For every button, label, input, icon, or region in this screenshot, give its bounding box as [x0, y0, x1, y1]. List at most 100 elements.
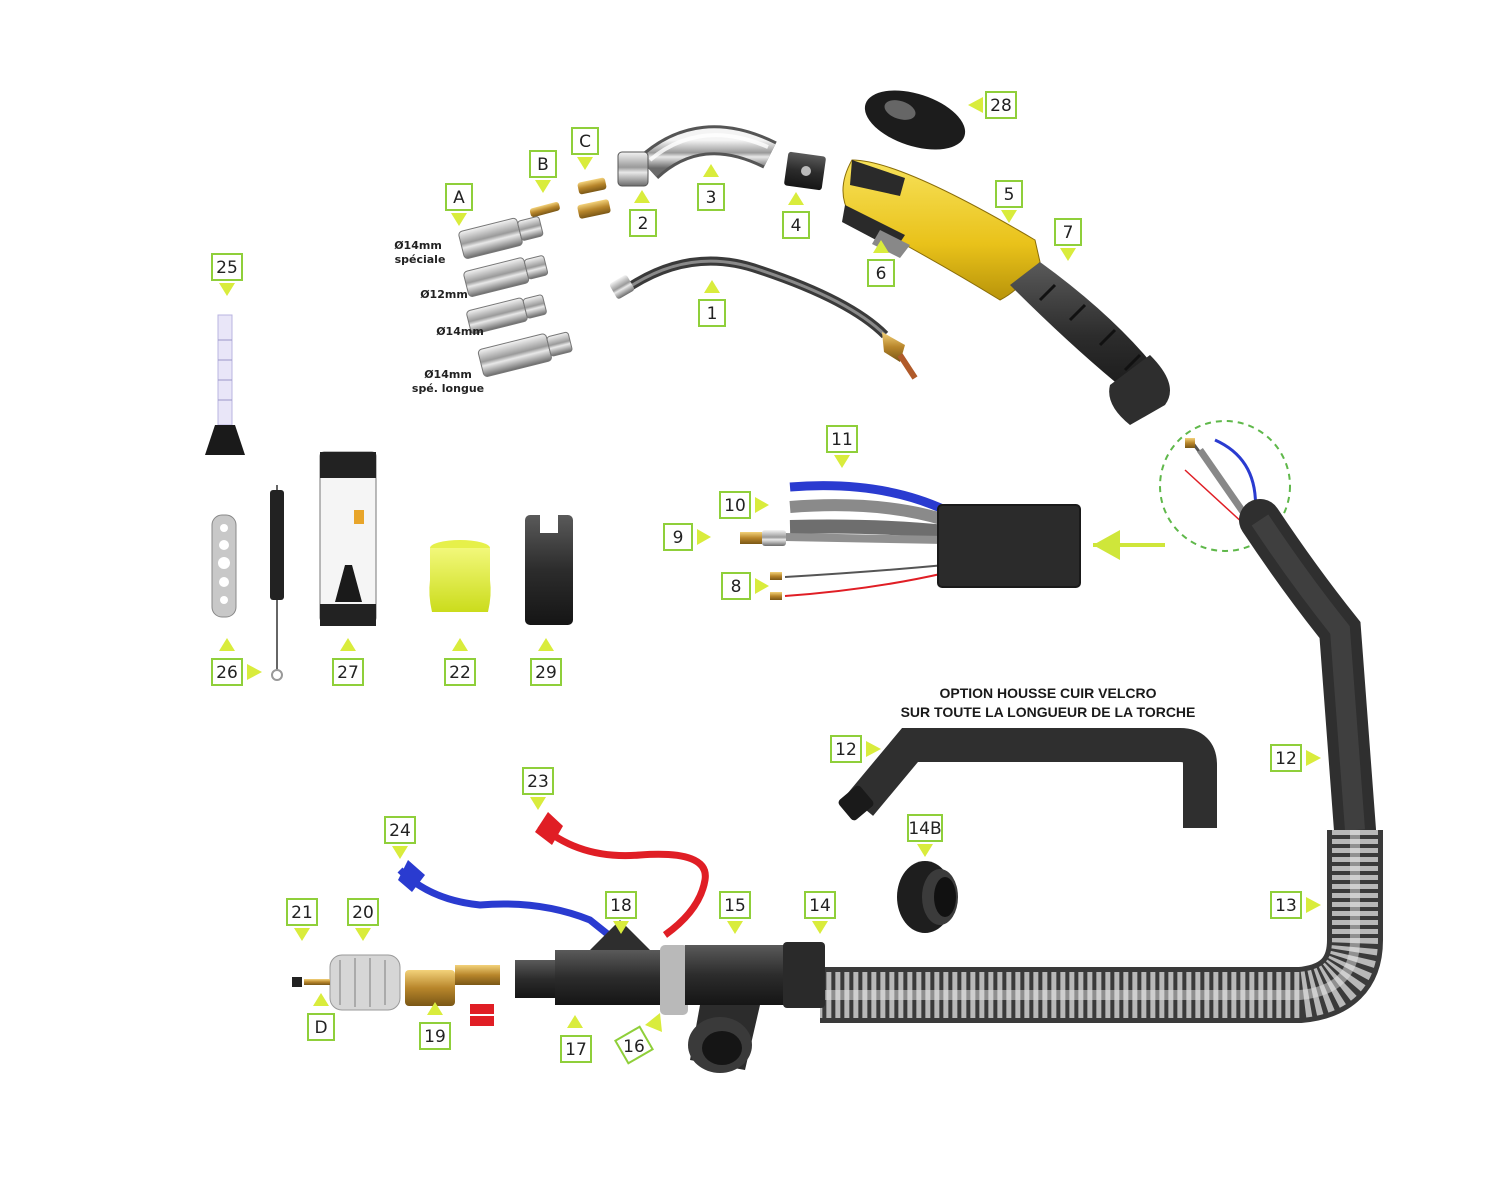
option-note-line2: SUR TOUTE LA LONGUEUR DE LA TORCHE: [901, 704, 1196, 720]
svg-text:25: 25: [216, 258, 238, 278]
svg-text:17: 17: [565, 1040, 587, 1060]
callout-26[interactable]: 26: [211, 638, 262, 686]
callout-29[interactable]: 29: [530, 638, 562, 686]
option-note-line1: OPTION HOUSSE CUIR VELCRO: [939, 685, 1156, 701]
callout-2[interactable]: 2: [629, 190, 657, 237]
callout-14[interactable]: 14: [804, 891, 836, 934]
leather-cover-option: [838, 728, 1217, 828]
callout-19[interactable]: 19: [419, 1002, 451, 1050]
callout-18[interactable]: 18: [605, 891, 637, 934]
callout-27[interactable]: 27: [332, 638, 364, 686]
callout-7[interactable]: 7: [1054, 218, 1082, 261]
svg-text:12: 12: [835, 740, 857, 760]
callout-15[interactable]: 15: [719, 891, 751, 934]
callout-3[interactable]: 3: [697, 164, 725, 211]
svg-text:15: 15: [724, 896, 746, 916]
svg-text:22: 22: [449, 663, 471, 683]
callout-1[interactable]: 1: [698, 280, 726, 327]
key-tool-26: [211, 514, 237, 618]
svg-text:10: 10: [724, 496, 746, 516]
adapter-22: [429, 540, 491, 612]
guide-pin: [292, 977, 330, 987]
callout-28[interactable]: 28: [968, 91, 1017, 119]
contact-tip-part: [529, 201, 560, 218]
svg-text:1: 1: [707, 304, 718, 324]
callout-17[interactable]: 17: [560, 1015, 592, 1063]
svg-text:8: 8: [731, 577, 742, 597]
grip-part: [1010, 262, 1170, 425]
callout-C[interactable]: C: [571, 127, 599, 170]
svg-text:13: 13: [1275, 896, 1297, 916]
svg-text:14B: 14B: [908, 819, 941, 839]
callout-6[interactable]: 6: [867, 240, 895, 287]
cable-bundle-detail: [740, 481, 1081, 600]
handle-part: [842, 159, 1041, 301]
neck-nut-part: [784, 151, 826, 191]
callout-24[interactable]: 24: [384, 816, 416, 859]
callout-9[interactable]: 9: [663, 523, 711, 551]
callout-23[interactable]: 23: [522, 767, 554, 810]
svg-text:2: 2: [638, 214, 649, 234]
svg-text:B: B: [537, 155, 549, 175]
svg-text:29: 29: [535, 663, 557, 683]
svg-text:18: 18: [610, 896, 632, 916]
callout-11[interactable]: 11: [826, 425, 858, 468]
callout-D[interactable]: D: [307, 993, 335, 1041]
swan-neck-tube-part: [637, 125, 777, 180]
nozzle-caption-a1: Ø14mm: [394, 239, 442, 252]
svg-text:27: 27: [337, 663, 359, 683]
callout-8[interactable]: 8: [721, 572, 769, 600]
callout-25[interactable]: 25: [211, 253, 243, 296]
callout-20[interactable]: 20: [347, 898, 379, 941]
callout-14B[interactable]: 14B: [907, 814, 943, 857]
svg-text:9: 9: [673, 528, 684, 548]
holder-29: [525, 515, 573, 625]
svg-text:A: A: [453, 188, 465, 208]
cleaning-kit-27: [319, 451, 377, 626]
callout-16[interactable]: 16: [614, 1013, 662, 1065]
svg-text:20: 20: [352, 903, 374, 923]
gauge-tool-25: [205, 314, 245, 455]
trigger-cover-part: [864, 90, 966, 150]
svg-text:11: 11: [831, 430, 853, 450]
svg-text:12: 12: [1275, 749, 1297, 769]
nozzle-caption-c: Ø14mm: [436, 325, 484, 338]
callout-12-option[interactable]: 12: [830, 735, 881, 763]
callout-22[interactable]: 22: [444, 638, 476, 686]
callout-21[interactable]: 21: [286, 898, 318, 941]
gas-nozzles-part: [458, 216, 573, 377]
rear-body: [515, 920, 825, 1073]
svg-text:28: 28: [990, 96, 1012, 116]
svg-text:C: C: [579, 132, 591, 152]
svg-text:24: 24: [389, 821, 411, 841]
contact-tip-holders-part: [577, 177, 611, 219]
callout-A[interactable]: A: [445, 183, 473, 226]
callout-B[interactable]: B: [529, 150, 557, 193]
nozzle-caption-a2: spéciale: [395, 253, 446, 266]
water-hoses: [397, 812, 709, 943]
svg-text:19: 19: [424, 1027, 446, 1047]
callout-12-main[interactable]: 12: [1270, 744, 1321, 772]
svg-text:3: 3: [706, 188, 717, 208]
ring-14b-part: [897, 861, 958, 933]
connector-brass: [405, 965, 500, 1026]
svg-text:16: 16: [623, 1037, 645, 1057]
callout-10[interactable]: 10: [719, 491, 769, 519]
callout-13[interactable]: 13: [1270, 891, 1321, 919]
liner-neck-part: [609, 256, 918, 380]
corrugated-hose: [820, 830, 1383, 1023]
svg-text:26: 26: [216, 663, 238, 683]
callout-4[interactable]: 4: [782, 192, 810, 239]
nozzle-caption-b: Ø12mm: [420, 288, 468, 301]
svg-text:6: 6: [876, 264, 887, 284]
svg-text:23: 23: [527, 772, 549, 792]
svg-text:D: D: [314, 1018, 327, 1038]
svg-text:4: 4: [791, 216, 802, 236]
locking-nut: [329, 954, 401, 1011]
svg-text:14: 14: [809, 896, 831, 916]
svg-text:21: 21: [291, 903, 313, 923]
callout-5[interactable]: 5: [995, 180, 1023, 223]
nozzle-caption-d1: Ø14mm: [424, 368, 472, 381]
